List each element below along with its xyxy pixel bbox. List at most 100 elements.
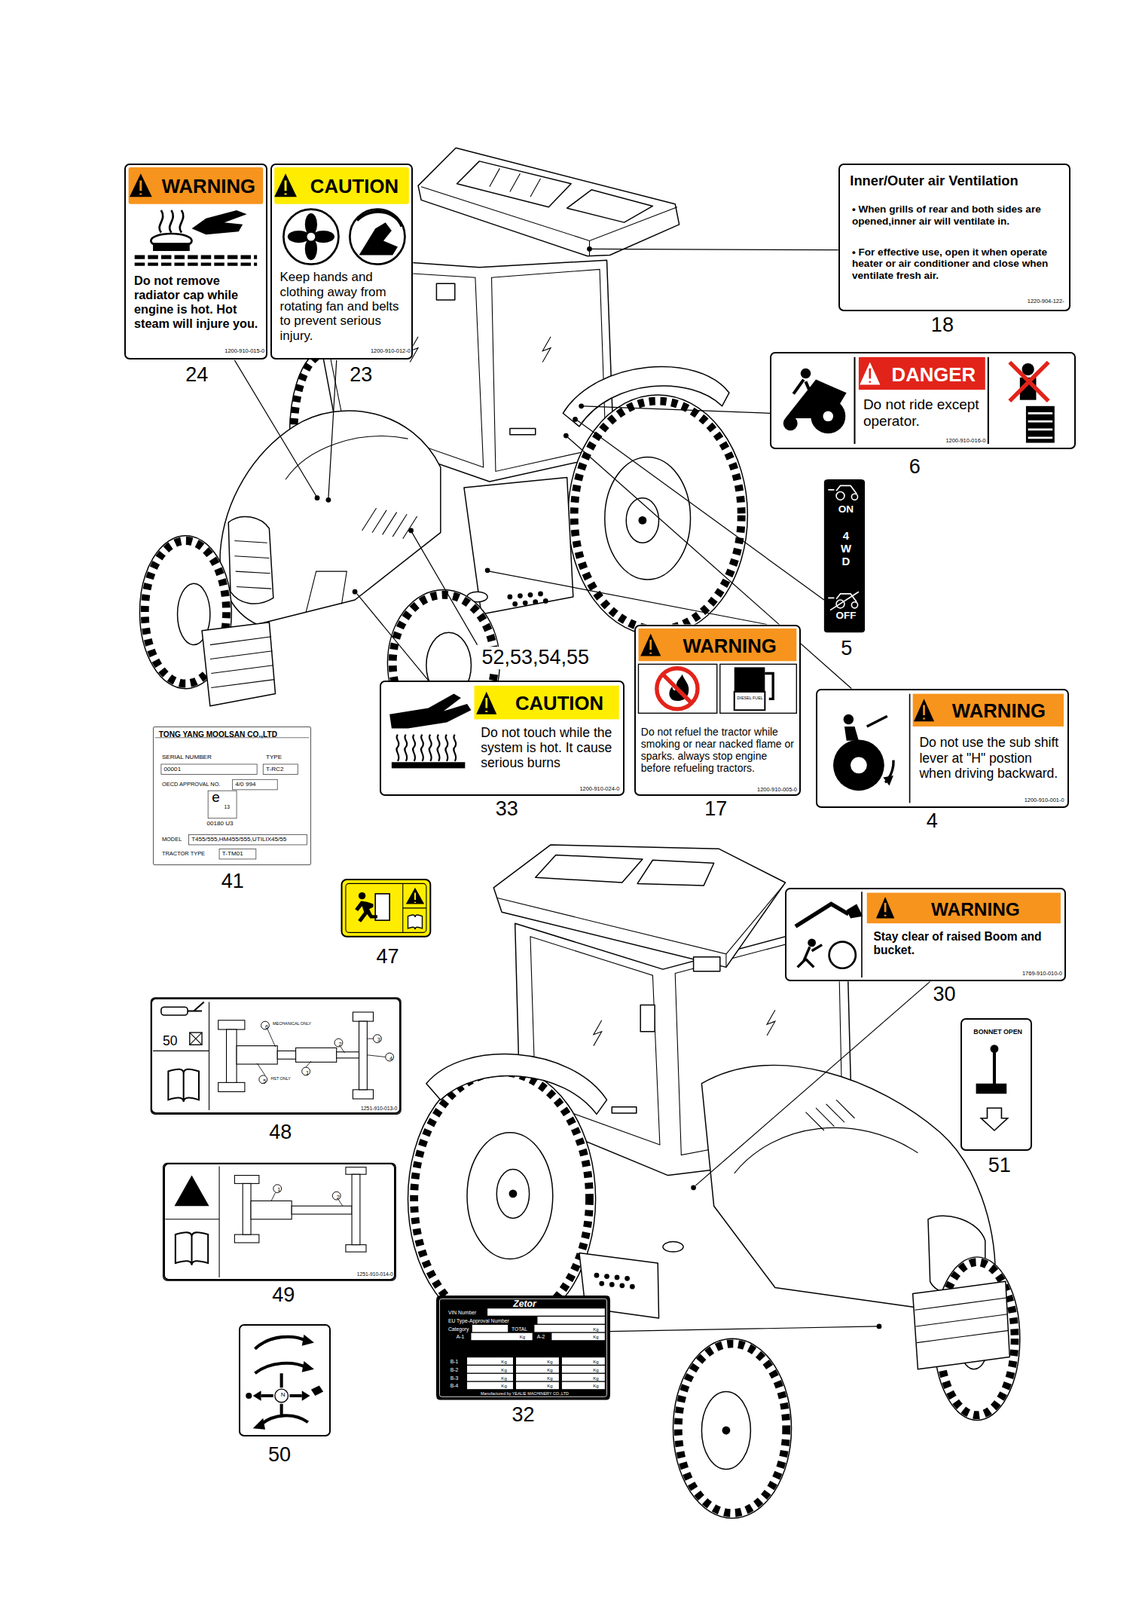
- decal-graphics: [467, 1373, 514, 1381]
- switch-label: OFF: [827, 609, 865, 622]
- decal-graphics: [234, 1166, 367, 1252]
- warning-decal: WARNINGDo not use the sub shift lever at…: [815, 688, 1069, 808]
- part-number: 1200-910-024-0: [534, 785, 620, 793]
- unit-text: Kg: [592, 1334, 605, 1339]
- warning-decal: WARNINGDo not remove radiator cap while …: [124, 163, 268, 360]
- decal-graphics: [261, 1414, 309, 1424]
- decal-graphics: [851, 493, 858, 500]
- tractor-illustration: [604, 456, 691, 579]
- decal-graphics: [909, 693, 911, 804]
- callout-number: 4: [924, 809, 941, 833]
- callout-number: 30: [931, 983, 959, 1006]
- decal-graphics: [359, 222, 398, 255]
- decal-graphics: [254, 1362, 306, 1373]
- decal-graphics: [391, 761, 465, 768]
- plate-field: EU Type-Approval Number: [448, 1318, 535, 1324]
- part-number: 1200-910-012-0: [322, 348, 410, 355]
- decal-graphics: [795, 903, 849, 926]
- decal-graphics: [253, 1417, 266, 1430]
- decal-graphics: [537, 1316, 605, 1323]
- callout-number: 48: [266, 1120, 294, 1144]
- decal-graphics: [1028, 412, 1053, 437]
- part-number: 1251-910-014-0: [327, 1270, 394, 1277]
- tractor-illustration: [913, 1280, 1011, 1369]
- callout-number: 24: [183, 363, 211, 387]
- decal-graphics: [352, 1089, 373, 1099]
- decal-title: Inner/Outer air Ventilation: [849, 172, 1064, 189]
- decal-graphics: [302, 1360, 315, 1372]
- decal-graphics: [283, 209, 339, 265]
- decal-graphics: [336, 1051, 360, 1058]
- decal-graphics: [976, 1083, 1008, 1094]
- tractor-illustration: [701, 1391, 751, 1469]
- decal-graphics: [261, 1372, 303, 1416]
- emergency-exit-decal: [403, 882, 427, 932]
- tractor-illustration: [626, 497, 659, 544]
- plate-value: 00180 U3: [206, 820, 258, 827]
- plate-value: T-RC2: [265, 766, 297, 773]
- part-number: 1200-910-005-0: [717, 786, 798, 794]
- decal-graphics: [234, 1233, 259, 1243]
- part-number: 1769-910-010-0: [990, 970, 1063, 978]
- decal-graphics: [345, 1166, 367, 1174]
- decal-graphics: [467, 1356, 514, 1364]
- decal-graphics: [561, 1373, 605, 1381]
- interval-number: 50: [162, 1032, 187, 1048]
- decal-graphics: [234, 1175, 259, 1184]
- leader-line: [314, 494, 321, 501]
- unit-text: Kg: [500, 1383, 514, 1388]
- caution-decal: CAUTIONKeep hands and clothing away from…: [270, 163, 414, 360]
- tractor-illustration: [568, 394, 748, 636]
- decal-graphics: [634, 624, 801, 796]
- decal-graphics: [161, 1006, 188, 1015]
- unit-text: Kg: [500, 1367, 514, 1372]
- tractor-illustration: [496, 885, 783, 967]
- tractor-illustration: [537, 591, 544, 597]
- decal-graphics: [876, 896, 895, 918]
- decal-graphics: [305, 213, 318, 236]
- callout-number: 6: [907, 455, 923, 479]
- decal-graphics: [476, 691, 497, 715]
- decal-graphics: [769, 351, 1076, 449]
- warning-text: Do not ride except operator.: [863, 396, 988, 430]
- warning-decal: WARNINGStay clear of raised Boom and buc…: [784, 887, 1066, 982]
- tractor-illustration: [507, 591, 549, 607]
- decal-graphics: [882, 775, 894, 786]
- decal-graphics: [167, 1068, 199, 1102]
- decal-graphics: [302, 1389, 311, 1401]
- decal-graphics: [287, 230, 311, 243]
- part-number: 1220-904-122-: [962, 298, 1064, 306]
- unit-text: Kg: [546, 1359, 559, 1364]
- emergency-exit-decal: [342, 879, 431, 937]
- decal-graphics: [164, 1165, 220, 1277]
- decal-graphics: [187, 1001, 205, 1011]
- decal-graphics: [829, 941, 856, 969]
- tractor-illustration: [507, 594, 514, 600]
- leader-line: [326, 497, 332, 503]
- unit-text: Kg: [546, 1367, 559, 1372]
- circled-number: 2: [333, 1194, 343, 1200]
- decal-graphics: [287, 213, 335, 260]
- decal-graphics: [561, 1365, 605, 1372]
- decal-graphics: [516, 1356, 559, 1364]
- tractor-illustration: [234, 540, 272, 590]
- decal-graphics: [291, 1205, 352, 1214]
- instruction-text: • For effective use, open it when operat…: [852, 246, 1066, 282]
- bonnet-decal: BONNET OPEN: [960, 1017, 1033, 1151]
- decal-graphics: [439, 1297, 607, 1396]
- leader-line: [485, 567, 491, 573]
- callout-number: 50: [265, 1443, 294, 1466]
- warning-text: Stay clear of raised Boom and bucket.: [873, 929, 1062, 957]
- decal-graphics: [262, 763, 298, 775]
- callout-number: 32: [509, 1403, 537, 1427]
- unit-text: Kg: [592, 1359, 605, 1364]
- plate-field: TYPE: [265, 754, 297, 761]
- decal-graphics: [859, 362, 880, 385]
- signal-word: WARNING: [937, 699, 1060, 723]
- part-number: 1200-910-001-0: [990, 797, 1064, 804]
- serial-plate: TONG YANG MOOLSAN CO.,LTDSERIAL NUMBERTY…: [152, 726, 312, 865]
- decal-graphics: [161, 763, 257, 775]
- unit-text: Kg: [592, 1326, 605, 1332]
- decal-graphics: [867, 892, 1061, 924]
- tractor-illustration: [611, 1106, 636, 1113]
